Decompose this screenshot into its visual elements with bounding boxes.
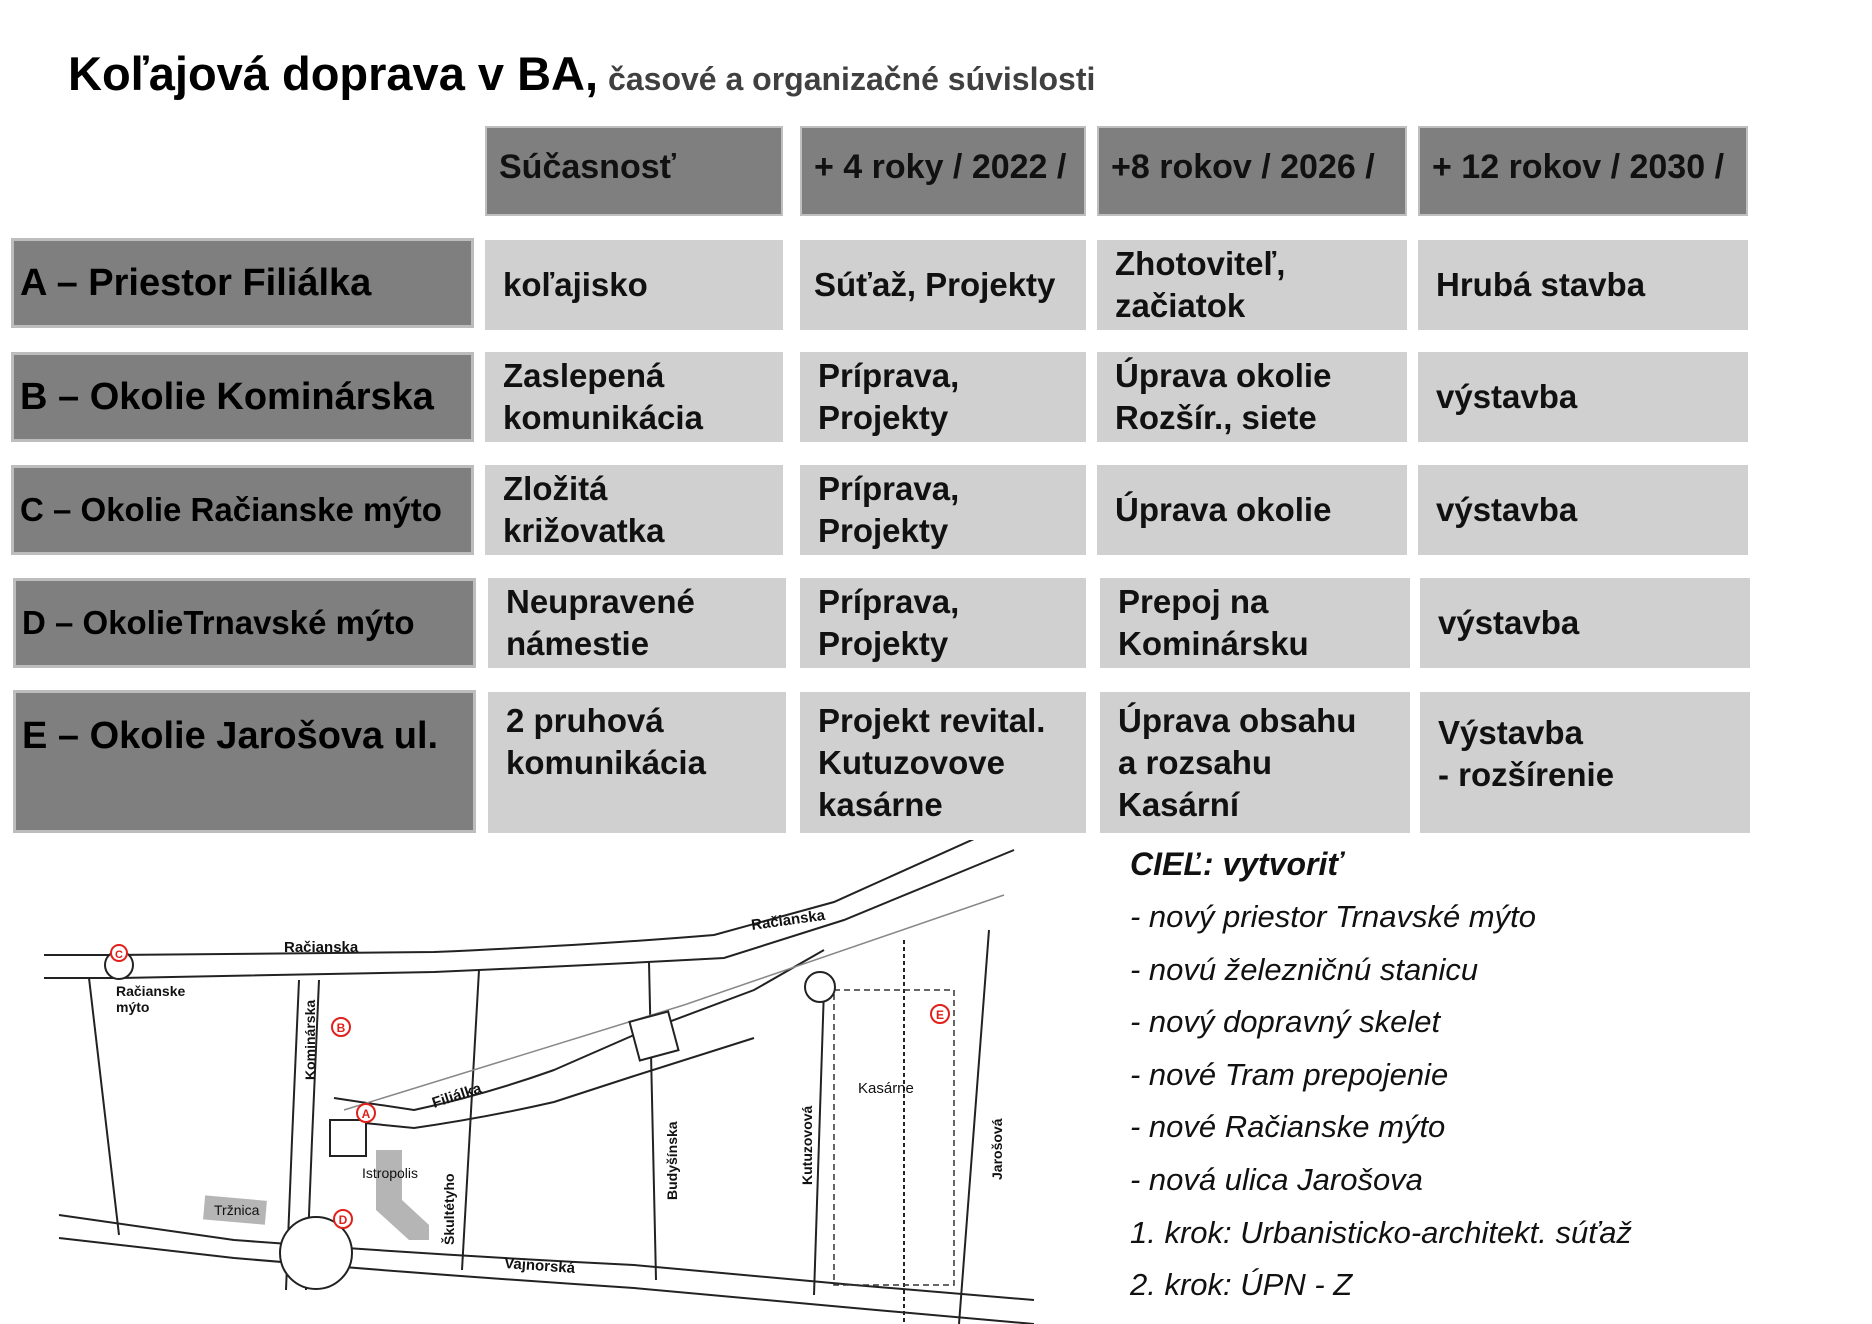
title-sub: časové a organizačné súvislosti	[608, 61, 1096, 97]
goal-item: - nové Tram prepojenie	[1130, 1056, 1449, 1092]
label-kutuzovova: Kutuzovová	[799, 1105, 815, 1185]
svg-text:C: C	[115, 949, 123, 961]
street-jarosova	[958, 929, 990, 1324]
column-header-2022: + 4 roky / 2022 /	[800, 126, 1086, 216]
cell-c-present: Zložitá križovatka	[485, 465, 783, 555]
marker-d: D	[333, 1209, 353, 1229]
svg-text:E: E	[936, 1008, 944, 1022]
street-kutuzovova	[813, 987, 825, 1296]
label-racianske-myto-2: mýto	[116, 999, 149, 1015]
cell-c-2026: Úprava okolie	[1097, 465, 1407, 555]
label-jarosova: Jarošová	[989, 1118, 1005, 1180]
goal-item: 2. krok: ÚPN - Z	[1130, 1267, 1353, 1303]
label-skultetyho: Škultétyho	[440, 1173, 457, 1245]
goals-title: CIEĽ: vytvoriť	[1130, 846, 1343, 882]
cell-d-2022: Príprava, Projekty	[800, 578, 1086, 668]
goals-list: CIEĽ: vytvoriť - nový priestor Trnavské …	[1130, 846, 1850, 1318]
cell-b-2030: výstavba	[1418, 352, 1748, 442]
street-vajnorska	[58, 1214, 1035, 1301]
trznica-building	[203, 1195, 267, 1225]
cell-a-2022: Súťaž, Projekty	[800, 240, 1086, 330]
label-kasarne: Kasárne	[858, 1080, 914, 1097]
filialka-building	[628, 1010, 680, 1062]
page-title: Koľajová doprava v BA,časové a organizač…	[68, 46, 1095, 101]
cell-b-2022: Príprava, Projekty	[800, 352, 1086, 442]
street-filialka	[333, 949, 825, 1112]
roundabout-d	[279, 1216, 353, 1290]
label-filialka: Filiálka	[430, 1080, 484, 1112]
cell-b-2026: Úprava okolie Rozšír., siete	[1097, 352, 1407, 442]
cell-e-2022: Projekt revital. Kutuzovove kasárne	[800, 692, 1086, 833]
label-vajnorska: Vajnorská	[504, 1255, 577, 1277]
cell-d-present: Neupravené námestie	[488, 578, 786, 668]
roundabout-e	[804, 971, 836, 1003]
cell-b-present: Zaslepená komunikácia	[485, 352, 783, 442]
cell-c-2022: Príprava, Projekty	[800, 465, 1086, 555]
cell-a-2030: Hrubá stavba	[1418, 240, 1748, 330]
marker-c: C	[110, 944, 128, 962]
goal-item: - nové Račianske mýto	[1130, 1109, 1446, 1145]
label-racianska-left: Račianska	[284, 939, 359, 956]
street-racianska	[44, 840, 975, 956]
site-map: Račianska Račianska Račianske mýto Komin…	[44, 840, 1035, 1324]
marker-a: A	[356, 1103, 376, 1123]
istropolis-building	[376, 1150, 429, 1240]
label-istropolis: Istropolis	[362, 1165, 418, 1181]
street-budysinska	[648, 961, 657, 1281]
cell-c-2030: výstavba	[1418, 465, 1748, 555]
label-racianske-myto-1: Račianske	[116, 983, 185, 999]
column-header-present: Súčasnosť	[485, 126, 783, 216]
svg-text:A: A	[362, 1107, 371, 1121]
goal-item: - nový dopravný skelet	[1130, 1004, 1441, 1040]
row-label-a: A – Priestor Filiálka	[11, 238, 474, 328]
cell-e-2030: Výstavba - rozšírenie	[1420, 692, 1750, 833]
goal-item: 1. krok: Urbanisticko-architekt. súťaž	[1130, 1214, 1632, 1250]
marker-e: E	[930, 1004, 950, 1024]
cell-d-2030: výstavba	[1420, 578, 1750, 668]
goal-item: - novú železničnú stanicu	[1130, 951, 1479, 987]
marker-b: B	[331, 1017, 351, 1037]
title-main: Koľajová doprava v BA,	[68, 47, 599, 100]
goal-item: - nová ulica Jarošova	[1130, 1161, 1423, 1197]
cell-e-present: 2 pruhová komunikácia	[488, 692, 786, 833]
label-budysinska: Budyšínska	[664, 1121, 680, 1200]
goal-item: - nový priestor Trnavské mýto	[1130, 899, 1536, 934]
row-label-b: B – Okolie Kominárska	[11, 352, 474, 442]
cell-d-2026: Prepoj na Kominársku	[1100, 578, 1410, 668]
row-label-d: D – OkolieTrnavské mýto	[13, 578, 476, 668]
cell-a-2026: Zhotoviteľ, začiatok	[1097, 240, 1407, 330]
column-header-2026: +8 rokov / 2026 /	[1097, 126, 1407, 216]
cell-a-present: koľajisko	[485, 240, 783, 330]
row-label-e: E – Okolie Jarošova ul.	[13, 690, 476, 833]
label-trznica: Tržnica	[214, 1202, 260, 1218]
kasarne-area	[833, 989, 955, 1286]
cell-e-2026: Úprava obsahu a rozsahu Kasární	[1100, 692, 1410, 833]
station-building	[329, 1119, 367, 1157]
column-header-2030: + 12 rokov / 2030 /	[1418, 126, 1748, 216]
street-skultetyho	[461, 969, 480, 1271]
row-label-c: C – Okolie Račianske mýto	[11, 465, 474, 555]
label-kominarska: Kominárska	[302, 1000, 318, 1080]
svg-text:B: B	[337, 1021, 346, 1035]
svg-text:D: D	[339, 1213, 348, 1227]
